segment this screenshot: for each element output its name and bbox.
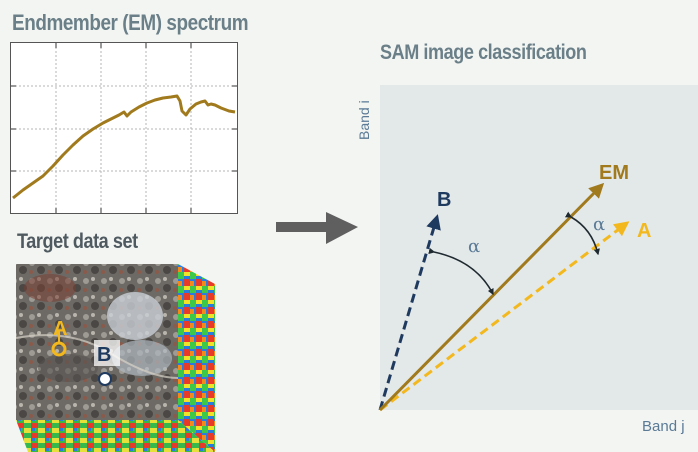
angle-arc-em-a: [564, 211, 600, 256]
spectrum-ticks: [11, 43, 237, 213]
cube-side-face: [178, 264, 215, 452]
x-axis-label: Band j: [642, 418, 685, 435]
vector-b: [378, 214, 441, 411]
em-spectrum-curve: [12, 94, 236, 200]
spectrum-grid: [11, 43, 237, 213]
angle-label-b-em: α: [468, 236, 480, 257]
vector-a-label: A: [637, 220, 651, 242]
spectrum-chart: [11, 43, 237, 213]
angle-arc-b-em: [428, 247, 494, 296]
marker-b-backdrop: [94, 340, 120, 366]
spectrum-plot: [10, 42, 238, 214]
cube-bottom-face: [16, 420, 215, 452]
vector-em-label: EM: [599, 162, 629, 184]
angle-label-em-a: α: [593, 214, 605, 235]
y-axis-label: Band i: [356, 100, 372, 140]
target-panel-title: Target data set: [17, 230, 138, 253]
marker-a-circle: [51, 341, 67, 357]
sam-panel-title: SAM image classification: [380, 41, 587, 64]
marker-b-label: B: [97, 344, 111, 366]
sam-vector-plot: Band i Band j B EM A α α: [356, 85, 698, 435]
spectrum-panel-title: Endmember (EM) spectrum: [12, 10, 249, 35]
target-data-cube: A B: [15, 264, 215, 452]
marker-a-label: A: [53, 318, 67, 340]
vector-b-label: B: [437, 189, 451, 211]
flow-arrow: [276, 212, 358, 244]
marker-b-circle: [98, 372, 112, 386]
image-texture: [15, 274, 179, 382]
